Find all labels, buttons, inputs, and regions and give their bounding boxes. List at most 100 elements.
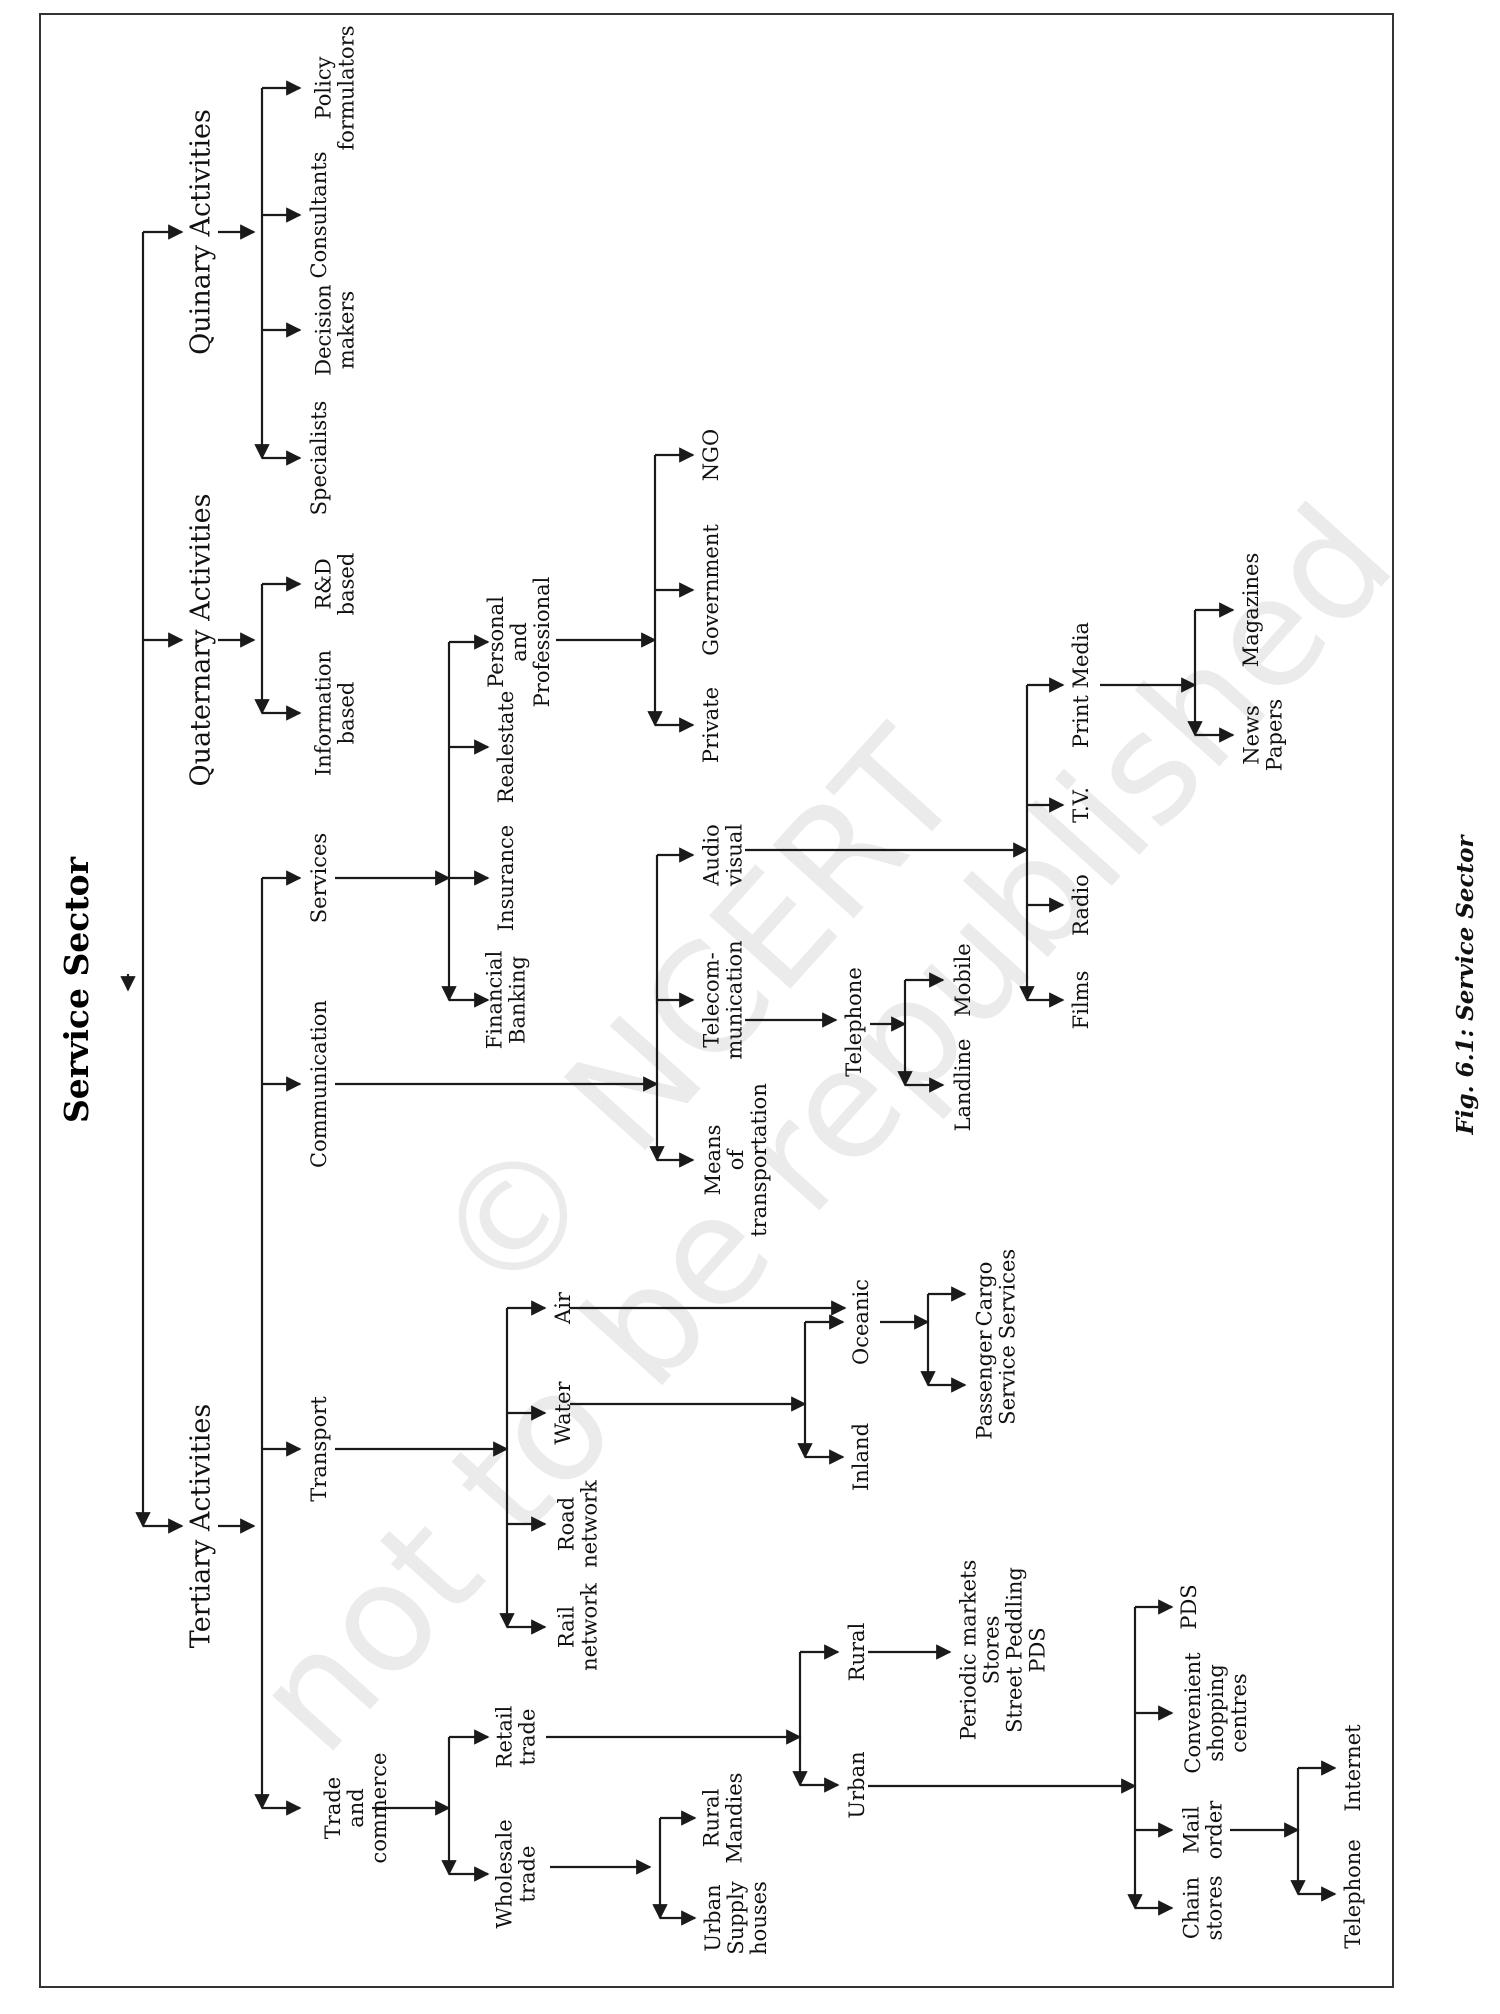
communication-label-line: Communication (307, 1000, 331, 1168)
decision-makers-label-line: Decision (312, 284, 336, 375)
rural-outlets-label-line: Street Peddling (1003, 1567, 1027, 1733)
private-label: Private (699, 687, 723, 763)
internet-label: Internet (1341, 1724, 1365, 1812)
figure-caption: Fig. 6.1: Service Sector (1452, 834, 1479, 1136)
specialists-label-line: Specialists (307, 401, 331, 516)
diagram-frame (39, 13, 1394, 1988)
passenger-service-label-line: Service (996, 1345, 1020, 1425)
telecommunication-label-line: munication (723, 940, 747, 1059)
print-media-label-line: Print Media (1069, 622, 1093, 748)
oceanic-label-line: Oceanic (849, 1279, 873, 1365)
information-based-label-line: based (335, 682, 359, 745)
rail-network-label-line: network (578, 1583, 602, 1671)
personal-and-professional-label-line: Professional (530, 576, 554, 707)
chain-stores-label-line: Chain (1180, 1877, 1204, 1939)
telephone-order-label: Telephone (1341, 1839, 1365, 1949)
trade-and-commerce-label-line: commerce (367, 1753, 391, 1864)
ngo-label-line: NGO (699, 429, 723, 481)
realestate-label: Realestate (494, 691, 518, 804)
radio-label: Radio (1069, 874, 1093, 936)
landline-label-line: Landline (951, 1039, 975, 1132)
air-label: Air (551, 1291, 575, 1325)
communication-label: Communication (307, 1000, 331, 1168)
means-of-transportation-label-line: Means (701, 1125, 725, 1196)
urban-supply-houses-label-line: Supply (724, 1881, 748, 1955)
inland-label-line: Inland (849, 1423, 873, 1491)
private-label-line: Private (699, 687, 723, 763)
films-label: Films (1069, 971, 1093, 1030)
trade-and-commerce-label-line: and (344, 1788, 368, 1828)
tv-label: T.V. (1069, 787, 1093, 823)
audio-visual-label-line: visual (723, 824, 747, 887)
services-label-line: Services (307, 833, 331, 923)
rural-outlets-label-line: PDS (1026, 1627, 1050, 1672)
policy-formulators-label-line: formulators (335, 25, 359, 150)
news-papers-label-line: News (1240, 705, 1264, 765)
rural-mandies-label-line: Mandies (723, 1773, 747, 1864)
news-papers-label-line: Papers (1263, 699, 1287, 771)
telephone-order-label-line: Telephone (1341, 1839, 1365, 1949)
tertiary-activities-label: Tertiary Activities (186, 1404, 217, 1648)
air-label-line: Air (551, 1291, 575, 1325)
ngo-label: NGO (699, 429, 723, 481)
convenient-shopping-centres-label-line: shopping (1204, 1664, 1228, 1762)
urban-supply-houses-label-line: Urban (701, 1884, 725, 1951)
telephone-label-line: Telephone (842, 967, 866, 1077)
figure-caption-text: Fig. 6.1: Service Sector (1452, 834, 1479, 1136)
wholesale-trade-label-line: trade (516, 1846, 540, 1903)
quaternary-activities-label: Quaternary Activities (186, 494, 217, 787)
inland-label: Inland (849, 1423, 873, 1491)
insurance-label-line: Insurance (494, 825, 518, 931)
landline-label: Landline (951, 1039, 975, 1132)
consultants-label: Consultants (307, 152, 331, 279)
personal-and-professional-label-line: and (507, 622, 531, 662)
urban-label-line: Urban (845, 1751, 869, 1818)
government-label: Government (699, 524, 723, 656)
connector-lines (120, 80, 1337, 1926)
mail-order-label-line: Mail (1180, 1806, 1204, 1854)
water-label-line: Water (551, 1380, 575, 1444)
means-of-transportation-label-line: of (724, 1148, 748, 1171)
quaternary-activities-label-line: Quaternary Activities (186, 494, 217, 787)
audio-visual-label-line: Audio (700, 824, 724, 887)
policy-formulators-label-line: Policy (312, 56, 336, 119)
rural-outlets-label-line: Stores (980, 1616, 1004, 1685)
magazines-label-line: Magazines (1239, 553, 1263, 668)
tertiary-activities-label-line: Tertiary Activities (186, 1404, 217, 1648)
pds-label: PDS (1177, 1584, 1201, 1629)
tv-label-line: T.V. (1069, 787, 1093, 823)
financial-banking-label-line: Financial (483, 950, 507, 1049)
services-label: Services (307, 833, 331, 923)
quinary-activities-label-line: Quinary Activities (186, 109, 217, 355)
retail-trade-label-line: trade (516, 1709, 540, 1766)
water-label: Water (551, 1380, 575, 1444)
urban-label: Urban (845, 1751, 869, 1818)
magazines-label: Magazines (1239, 553, 1263, 668)
convenient-shopping-centres-label-line: centres (1227, 1673, 1251, 1752)
rd-based-label-line: based (335, 553, 359, 616)
road-network-label-line: Road (555, 1497, 579, 1551)
telephone-label: Telephone (842, 967, 866, 1077)
quinary-activities-label: Quinary Activities (186, 109, 217, 355)
chain-stores-label-line: stores (1203, 1875, 1227, 1940)
transport-label: Transport (307, 1396, 331, 1502)
films-label-line: Films (1069, 971, 1093, 1030)
internet-label-line: Internet (1341, 1724, 1365, 1812)
insurance-label: Insurance (494, 825, 518, 931)
trade-and-commerce-label-line: Trade (321, 1777, 345, 1839)
wholesale-trade-label-line: Wholesale (493, 1819, 517, 1928)
